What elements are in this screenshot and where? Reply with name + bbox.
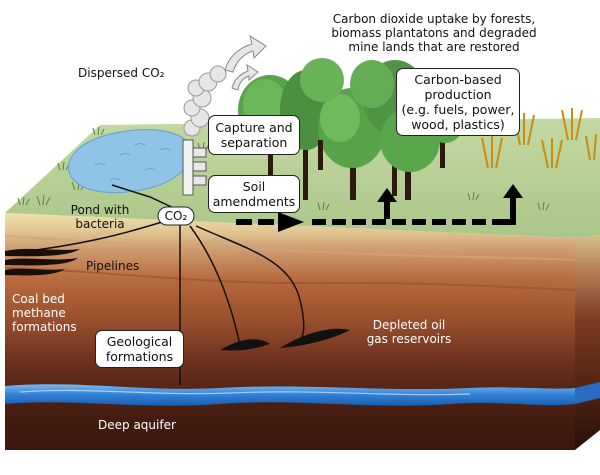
layer-boundary xyxy=(4,235,576,261)
reservoir-plume xyxy=(220,339,270,351)
aquifer-highlight xyxy=(19,389,471,396)
co2-node xyxy=(157,206,195,226)
co2-node-label: CO₂ xyxy=(164,209,188,223)
coal-bed-seams xyxy=(5,248,80,276)
dispersed-co2-label: Dispersed CO₂ xyxy=(78,66,165,80)
soil-layers-front xyxy=(5,213,575,450)
soil-amendments-box: Soil amendments xyxy=(208,175,300,213)
deep-aquifer-label: Deep aquifer xyxy=(98,418,176,432)
capture-facility xyxy=(182,139,207,196)
depleted-reservoirs-label: Depleted oil gas reservoirs xyxy=(366,318,452,346)
carbon-uptake-label: Carbon dioxide uptake by forests, biomas… xyxy=(331,12,537,54)
pond-label: Pond with bacteria xyxy=(70,203,130,231)
geological-formations-box: Geological formations xyxy=(95,330,184,368)
capture-separation-box: Capture and separation xyxy=(208,115,300,155)
reservoir-plume xyxy=(280,328,350,348)
smoke-arrow-icon xyxy=(224,34,267,91)
smoke-plume xyxy=(183,65,227,137)
layer-boundary xyxy=(4,267,576,291)
pond-ripples xyxy=(94,143,171,181)
deep-aquifer-band xyxy=(5,384,575,406)
soil-layers-side xyxy=(575,235,600,450)
carbon-flow-arrow xyxy=(236,184,523,232)
deep-aquifer-band-side xyxy=(575,382,600,404)
carbon-based-production-box: Carbon-based production (e.g. fuels, pow… xyxy=(396,68,520,136)
pipelines-label: Pipelines xyxy=(86,259,140,273)
coal-bed-label: Coal bed methane formations xyxy=(12,292,77,334)
